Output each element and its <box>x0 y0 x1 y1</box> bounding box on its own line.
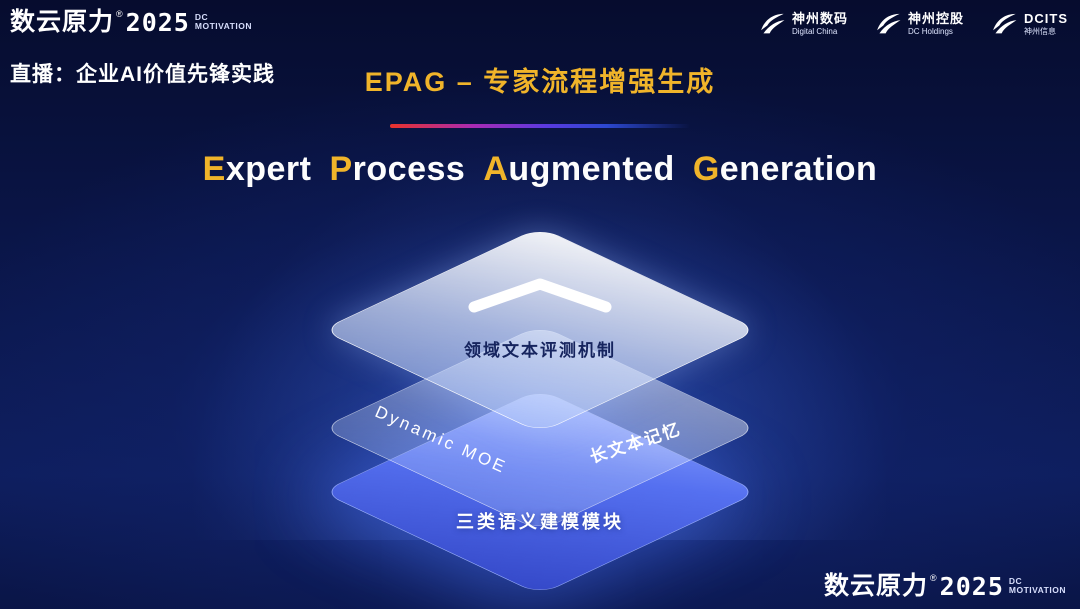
title-initial: P <box>329 150 353 188</box>
layer-label-semantic-modules: 三类语义建模模块 <box>456 512 624 532</box>
partner-name: DCITS <box>1024 10 1068 26</box>
title-word-expert: Expert <box>203 150 312 188</box>
partner-subtitle: Digital China <box>791 26 838 36</box>
page-title: Expert Process Augmented Generation <box>0 150 1080 189</box>
title-initial: E <box>202 150 226 188</box>
partner-name: 神州数码 <box>791 10 848 26</box>
brand-tag-top: DC <box>194 12 209 22</box>
dcits-swoosh-icon <box>990 10 1018 38</box>
layer-label-evaluation: 领域文本评测机制 <box>464 341 616 360</box>
partner-dcits: DCITS 神州信息 <box>990 10 1068 38</box>
gradient-divider <box>390 124 690 128</box>
title-word-process: Process <box>329 150 465 188</box>
live-stream-label: 直播：企业AI价值先锋实践 <box>10 63 275 86</box>
title-word-rest: rocess <box>352 150 466 188</box>
partner-digital-china: 神州数码 Digital China <box>758 10 848 38</box>
partner-logos: 神州数码 Digital China 神州控股 DC Holdings DCIT… <box>758 10 1068 38</box>
brand-year: 2025 <box>939 572 1004 601</box>
brand-tagline: DC MOTIVATION <box>1009 577 1066 594</box>
title-initial: A <box>483 150 509 188</box>
title-word-rest: eneration <box>719 150 878 188</box>
brand-tag-bottom: MOTIVATION <box>194 20 252 31</box>
brand-tag-bottom: MOTIVATION <box>1008 584 1066 595</box>
title-word-augmented: Augmented <box>483 150 675 188</box>
brand-name: 数云原力 <box>10 8 115 36</box>
partner-name: 神州控股 <box>907 10 964 26</box>
registered-mark: ® <box>930 573 937 583</box>
chevron-up-icon <box>462 274 618 321</box>
title-initial: G <box>692 150 720 188</box>
digital-china-swoosh-icon <box>758 10 786 38</box>
partner-dc-holdings: 神州控股 DC Holdings <box>874 10 964 38</box>
title-word-rest: ugmented <box>508 150 675 188</box>
title-word-generation: Generation <box>693 150 878 188</box>
brand-tagline: DC MOTIVATION <box>195 13 252 30</box>
dc-holdings-swoosh-icon <box>874 10 902 38</box>
brand-logo-bottom-right: 数云原力®2025 DC MOTIVATION <box>824 572 1066 601</box>
brand-tag-top: DC <box>1008 576 1023 586</box>
partner-subtitle: 神州信息 <box>1024 26 1056 36</box>
registered-mark: ® <box>116 9 123 19</box>
slide-title: EPAG – 专家流程增强生成 <box>364 67 716 97</box>
partner-subtitle: DC Holdings <box>907 26 953 36</box>
brand-logo-top-left: 数云原力®2025 DC MOTIVATION <box>10 8 252 37</box>
title-word-rest: xpert <box>225 150 312 188</box>
brand-year: 2025 <box>125 8 190 37</box>
brand-name: 数云原力 <box>824 572 929 600</box>
